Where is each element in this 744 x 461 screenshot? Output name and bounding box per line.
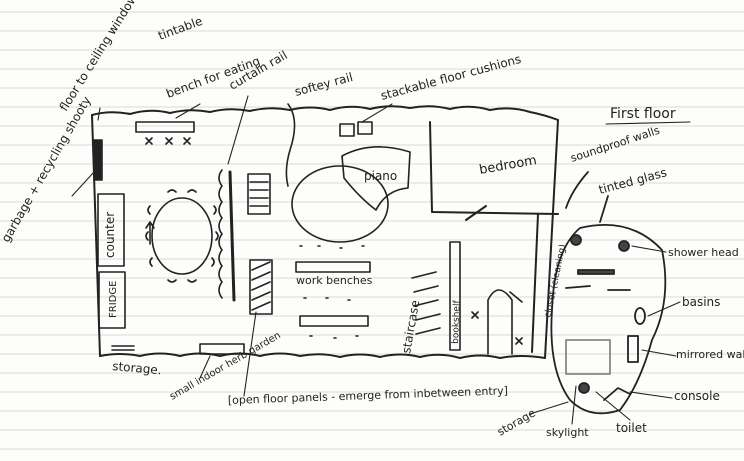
toilet-shape (578, 382, 590, 394)
label-toilet: toilet (616, 421, 647, 435)
leader-panels (243, 311, 257, 397)
shower-tray (577, 269, 615, 275)
bath-shelves (565, 285, 631, 291)
label-mirrored-wall: mirrored wall (676, 348, 744, 361)
label-bedroom: bedroom (478, 153, 538, 178)
label-bookshelf: bookshelf (451, 299, 463, 344)
leader-skylight (571, 385, 577, 425)
bedroom-wall (429, 121, 559, 215)
dining-arrows (145, 221, 155, 245)
label-piano: piano (364, 169, 397, 183)
soundproof-arrow (565, 171, 589, 209)
console-shape (603, 387, 631, 401)
curtain-rail-squiggle (218, 169, 223, 299)
label-basins: basins (682, 295, 720, 309)
floor-cushion-2 (357, 121, 373, 135)
label-storage-left: storage. (112, 359, 162, 377)
softey-rail-line (285, 103, 296, 187)
label-console: console (674, 389, 720, 403)
shower-head-1 (570, 234, 582, 246)
curtain-rail-line (228, 170, 236, 302)
herb-garden-box (199, 343, 245, 355)
floor-wall-right (544, 119, 559, 359)
label-softey-rail: softey rail (293, 70, 354, 99)
skylight-area (565, 339, 611, 375)
leader-bench (175, 103, 201, 119)
closet-wall (531, 213, 539, 353)
dining-chairs (145, 189, 219, 283)
arched-door (487, 289, 513, 355)
leader-garbage (71, 171, 95, 197)
label-fridge: FRIDGE (108, 281, 119, 318)
mirrored-panel (627, 335, 639, 363)
leader-console (629, 391, 673, 399)
tinted-glass-arrow (599, 195, 609, 223)
kitchen (93, 121, 245, 355)
label-stackable-floor-cushions: stackable floor cushions (379, 52, 522, 103)
leader-toilet (595, 391, 631, 421)
storage-shelf-left (111, 345, 135, 351)
label-open-floor-panels: [open floor panels - emerge from inbetwe… (228, 384, 509, 407)
counter-box (97, 193, 125, 267)
leader-lines (71, 95, 691, 425)
living-area (291, 121, 411, 339)
leader-curtain (227, 95, 249, 165)
title-underline (605, 121, 691, 125)
door-marks (471, 291, 523, 345)
label-tinted-glass: tinted glass (597, 165, 668, 197)
shower-head-2 (618, 240, 630, 252)
leader-cushions (361, 103, 393, 123)
hatched-lines (251, 261, 271, 311)
staircase-lines (411, 271, 441, 335)
sofa-left (247, 173, 271, 215)
label-closet: closet (cleaning) (543, 243, 568, 318)
floor-title: First floor (610, 106, 676, 122)
label-floor-to-ceiling-windows: floor to ceiling windows (57, 0, 144, 114)
piano-shape (341, 146, 411, 211)
label-staircase: staircase (399, 299, 422, 355)
leader-shower (631, 245, 667, 253)
bench-for-eating-shape (135, 121, 195, 133)
leader-basins (647, 301, 681, 317)
label-soundproof-walls: soundproof walls (569, 124, 662, 165)
label-shower-head: shower head (668, 246, 739, 259)
label-counter: counter (103, 212, 117, 258)
window-wall-bottom (99, 352, 546, 359)
basin (634, 307, 646, 325)
floor-cushion-1 (339, 123, 355, 137)
work-bench-1 (295, 261, 371, 273)
work-bench-2 (299, 315, 369, 327)
leader-mirror (641, 349, 677, 357)
eating-stools (145, 137, 191, 145)
rails (218, 103, 296, 315)
label-garbage: garbage + recycling shooty (0, 94, 94, 245)
leader-storage-right (529, 401, 569, 415)
hatched-panel (249, 259, 273, 315)
label-tintable: tintable (156, 14, 204, 43)
bench-dots (299, 245, 365, 339)
bedroom-door (465, 205, 487, 221)
bathroom-pod (550, 171, 667, 415)
fridge-box (98, 271, 126, 329)
bookshelf-box (449, 241, 461, 351)
window-wall-top (91, 105, 559, 121)
sofa-left-lines (249, 181, 269, 207)
bathroom-outline (550, 224, 667, 415)
round-rug (291, 165, 389, 243)
label-skylight: skylight (546, 426, 589, 439)
dining-table (151, 197, 213, 275)
leader-windows (97, 107, 101, 121)
leader-herb (199, 355, 211, 379)
label-work-benches: work benches (296, 274, 373, 287)
stairs-bookshelf (411, 241, 523, 355)
garbage-bin (93, 139, 103, 181)
floor-outline (91, 105, 559, 359)
